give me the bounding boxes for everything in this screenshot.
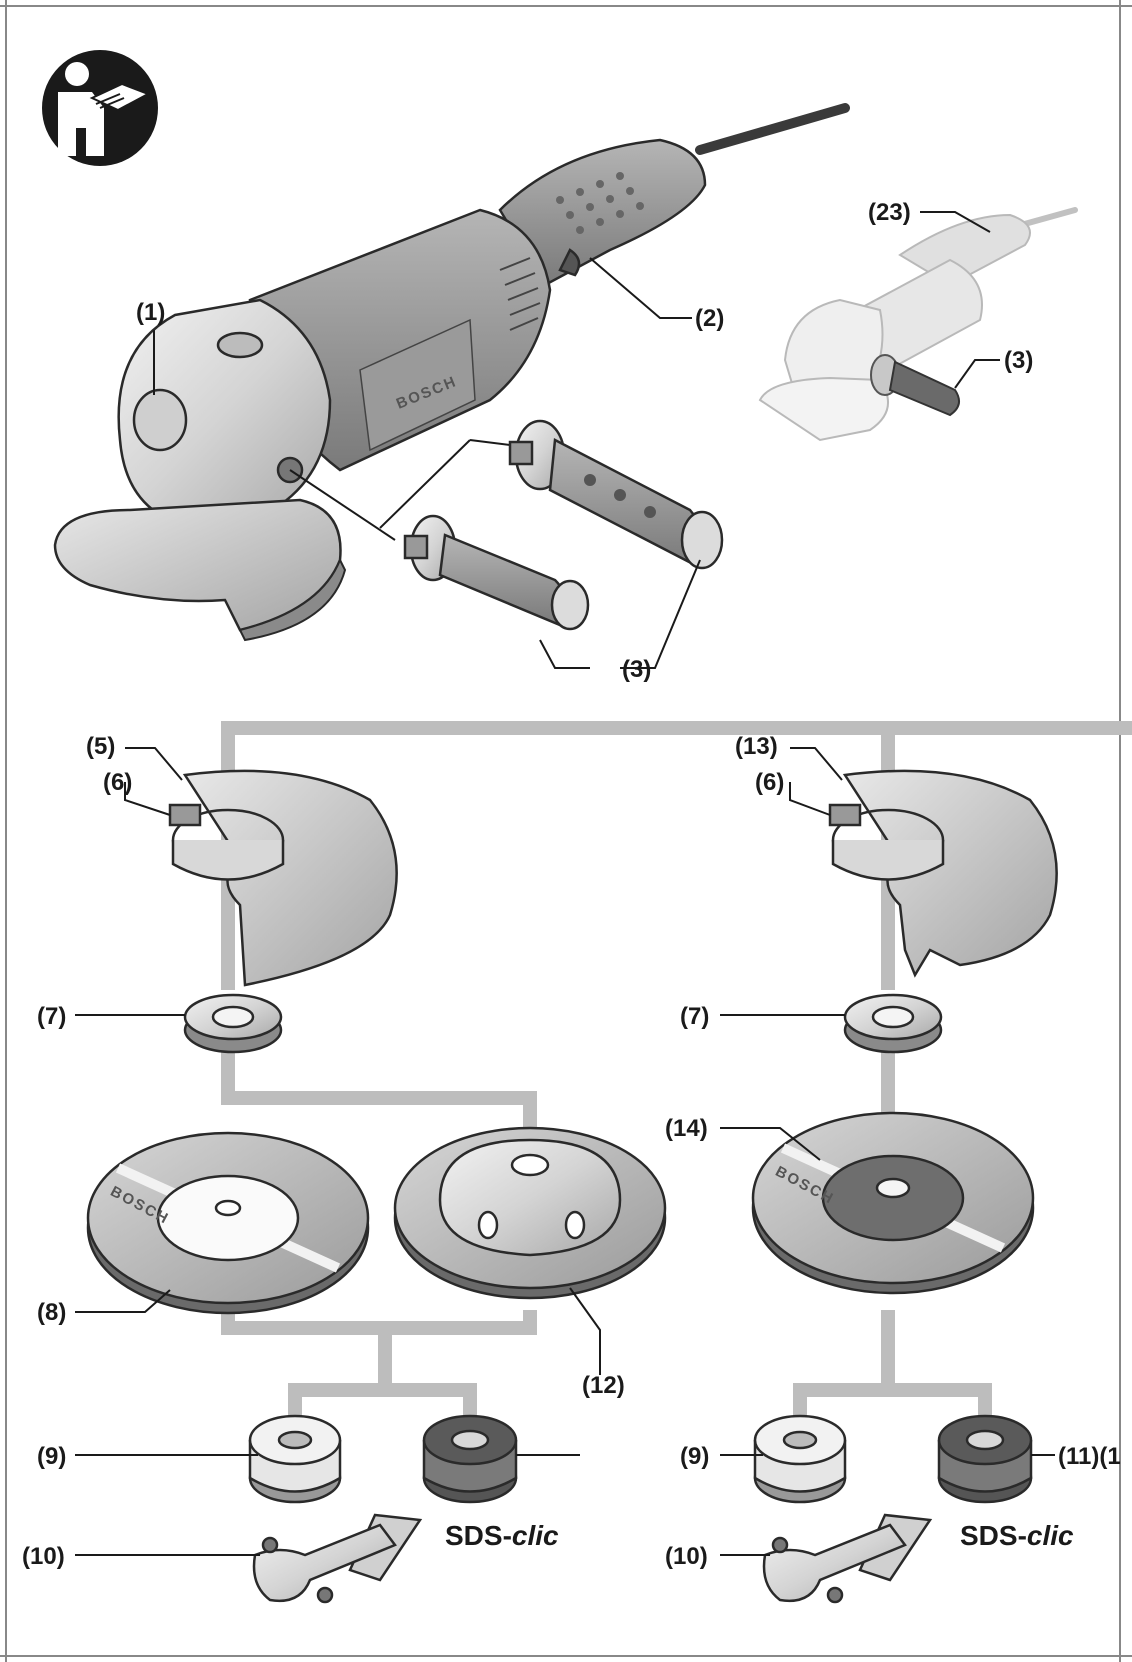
svg-text:SDS-clic: SDS-clic bbox=[445, 1520, 559, 1551]
label-3-main: (3) bbox=[622, 656, 651, 683]
clamping-nut-right bbox=[753, 1414, 847, 1504]
label-10-right: (10) bbox=[665, 1543, 708, 1570]
label-11: (11)(1 bbox=[1058, 1443, 1121, 1470]
sds-clic-mark-left: SDS-clic bbox=[445, 1520, 559, 1551]
label-12: (12) bbox=[582, 1372, 625, 1399]
label-5: (5) bbox=[86, 733, 115, 760]
grinding-disc-8: BOSCH bbox=[86, 1131, 370, 1315]
label-10-left: (10) bbox=[22, 1543, 65, 1570]
leaders-bottom bbox=[75, 747, 1055, 1556]
sds-suffix-right: clic bbox=[1027, 1520, 1074, 1551]
label-3-variant: (3) bbox=[1004, 347, 1033, 374]
label-7-right: (7) bbox=[680, 1003, 709, 1030]
mounting-flange-left bbox=[183, 993, 283, 1054]
side-handle-standard bbox=[289, 439, 590, 631]
label-8: (8) bbox=[37, 1299, 66, 1326]
leaders-top bbox=[153, 211, 1000, 669]
label-14: (14) bbox=[665, 1115, 708, 1142]
angle-grinder-variant bbox=[758, 207, 1078, 442]
label-1: (1) bbox=[136, 299, 165, 326]
label-6-left: (6) bbox=[103, 769, 132, 796]
angle-grinder-main: BOSCH bbox=[53, 103, 850, 642]
variant-side-handle bbox=[870, 354, 960, 417]
sds-suffix-left: clic bbox=[512, 1520, 559, 1551]
sds-prefix-right: SDS- bbox=[960, 1520, 1027, 1551]
label-13: (13) bbox=[735, 733, 778, 760]
label-9-left: (9) bbox=[37, 1443, 66, 1470]
part-labels: (1) (2) (3) (23) (3) (5) (6) (7) (8) (12… bbox=[22, 199, 1121, 1570]
sds-clic-mark-right: SDS-clic bbox=[960, 1520, 1074, 1551]
quick-clamping-nut-right bbox=[937, 1414, 1033, 1504]
flap-disc-12 bbox=[393, 1126, 667, 1300]
quick-clamping-nut-left bbox=[422, 1414, 518, 1504]
label-6-right: (6) bbox=[755, 769, 784, 796]
mounting-flange-right bbox=[843, 993, 943, 1054]
read-manual-icon bbox=[42, 50, 158, 166]
label-9-right: (9) bbox=[680, 1443, 709, 1470]
label-7-left: (7) bbox=[37, 1003, 66, 1030]
sds-prefix-left: SDS- bbox=[445, 1520, 512, 1551]
label-23: (23) bbox=[868, 199, 911, 226]
svg-text:SDS-clic: SDS-clic bbox=[960, 1520, 1074, 1551]
clamping-nut-left bbox=[248, 1414, 342, 1504]
two-pin-spanner-right bbox=[762, 1513, 933, 1604]
two-pin-spanner-left bbox=[252, 1513, 423, 1604]
side-handle-antivibration bbox=[508, 419, 724, 570]
protective-guard-5 bbox=[168, 769, 398, 987]
protective-guard-13 bbox=[828, 769, 1058, 978]
cutting-disc-14: BOSCH bbox=[751, 1111, 1035, 1295]
label-2: (2) bbox=[695, 305, 724, 332]
